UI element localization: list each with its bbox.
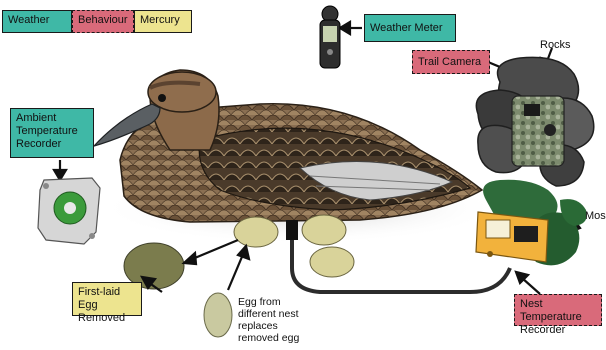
legend-mercury: Mercury xyxy=(134,10,192,33)
ambient-temperature-recorder-label: Ambient Temperature Recorder xyxy=(10,108,94,158)
first-laid-egg-label: First-laid Egg Removed xyxy=(72,282,142,316)
legend-behaviour: Behaviour xyxy=(72,10,134,33)
temperature-logger-icon xyxy=(38,178,100,244)
replacement-egg xyxy=(204,293,232,337)
eider-duck-illustration xyxy=(94,70,482,222)
sensor-box-icon xyxy=(476,212,548,262)
weather-meter-label: Weather Meter xyxy=(364,14,456,42)
egg-replacement-label: Egg from different nest replaces removed… xyxy=(238,296,312,346)
nest-temperature-recorder-label: Nest Temperature Recorder xyxy=(514,294,602,326)
legend-weather: Weather xyxy=(2,10,72,33)
weather-meter-icon xyxy=(320,6,340,68)
rocks-label: Rocks xyxy=(540,39,580,53)
trail-camera-label: Trail Camera xyxy=(412,50,490,74)
moss-label: Moss xyxy=(585,210,606,224)
nest-temperature-probe xyxy=(286,220,298,240)
trail-camera-icon xyxy=(512,96,564,166)
egg-in-nest-2 xyxy=(302,215,346,245)
egg-in-nest-3 xyxy=(310,247,354,277)
egg-in-nest-1 xyxy=(234,217,278,247)
